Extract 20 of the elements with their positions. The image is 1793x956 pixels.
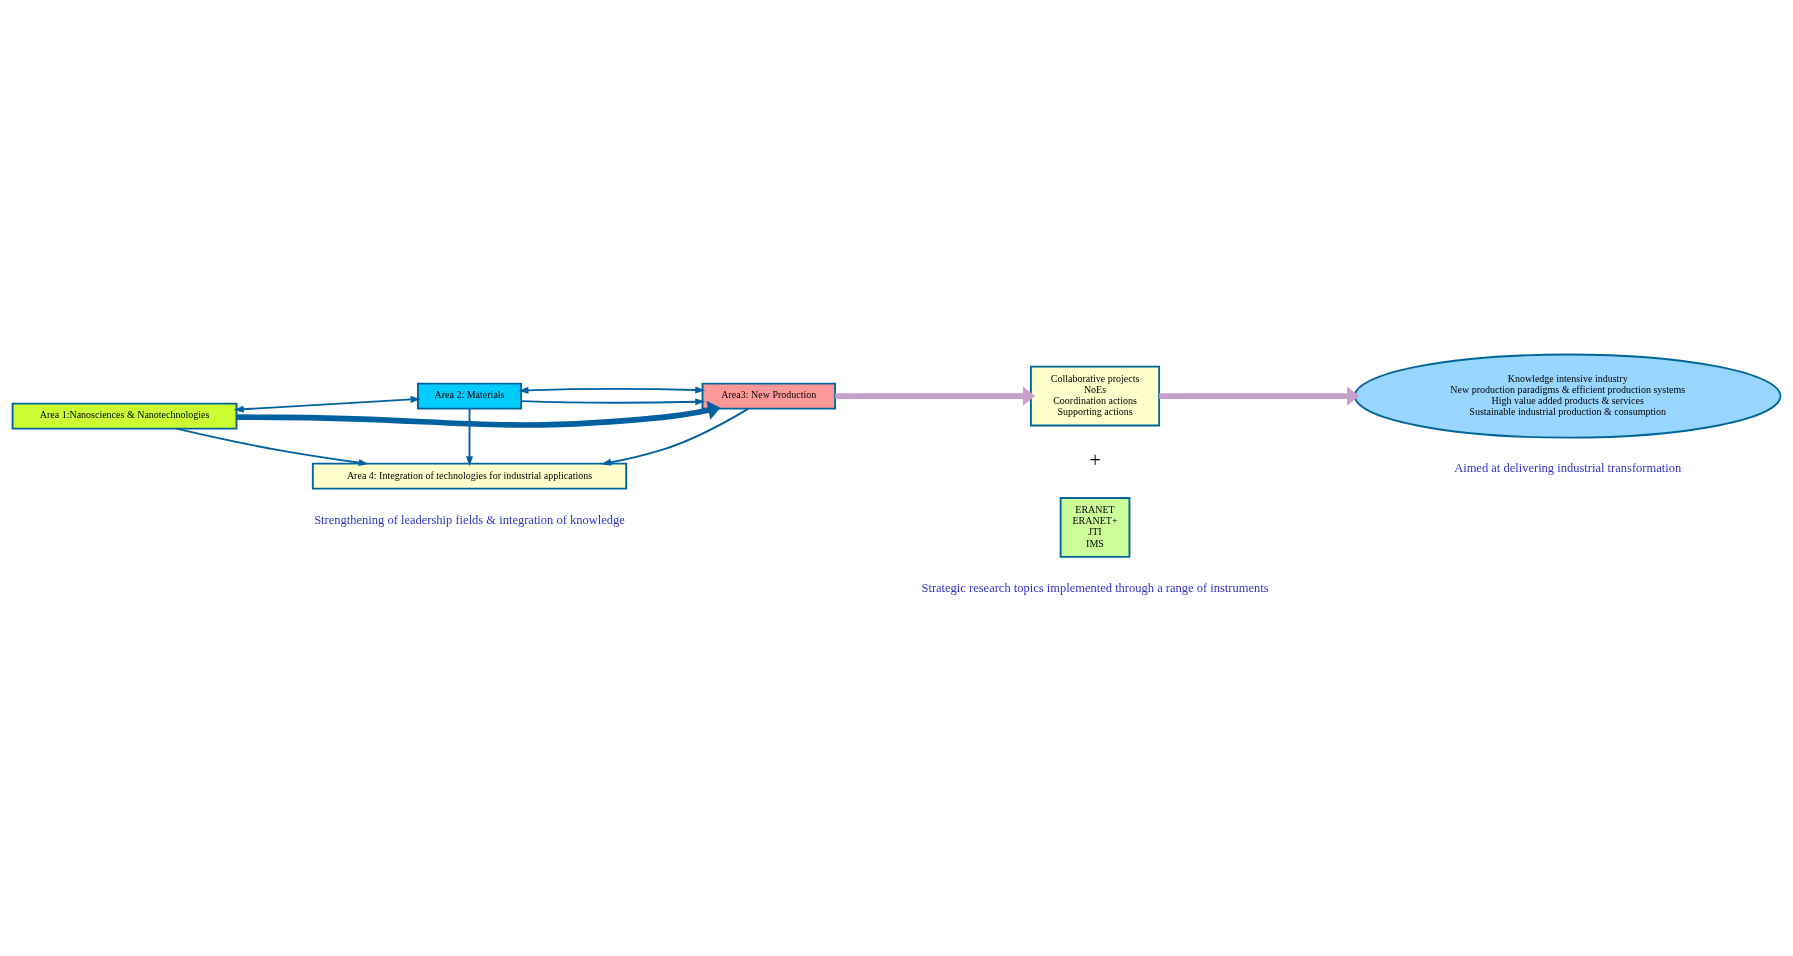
arrow	[601, 407, 750, 466]
arrow	[518, 385, 706, 394]
arrow	[233, 395, 421, 413]
node-box: Area 2: Materials	[416, 382, 523, 410]
arrow	[835, 385, 1036, 406]
node-box: Area3: New Production	[701, 382, 837, 410]
arrow	[236, 400, 721, 428]
arrow	[520, 397, 706, 405]
node-box: Area 1:Nanosciences & Nanotechnologies	[11, 402, 238, 430]
arrow	[466, 407, 474, 466]
label: Strategic research topics implemented through a range of instruments	[921, 580, 1269, 595]
label: +	[1089, 448, 1101, 471]
node-box: Collaborative projects NoEs Coordination actions Supporting actions	[1029, 365, 1161, 426]
node-box: Area 4: Integration of technologies for industrial applications	[311, 462, 628, 490]
arrow	[175, 427, 369, 466]
arrow	[1159, 385, 1360, 406]
node-box: ERANET ERANET+ JTI IMS	[1059, 496, 1131, 558]
node-ellipse: Knowledge intensive industry New production paradigms & efficient production systems High value added products & services Sustainable industrial production & consumption	[1353, 353, 1782, 439]
label: Aimed at delivering industrial transformation	[1454, 460, 1682, 475]
label: Strengthening of leadership fields & integration of knowledge	[314, 512, 625, 527]
